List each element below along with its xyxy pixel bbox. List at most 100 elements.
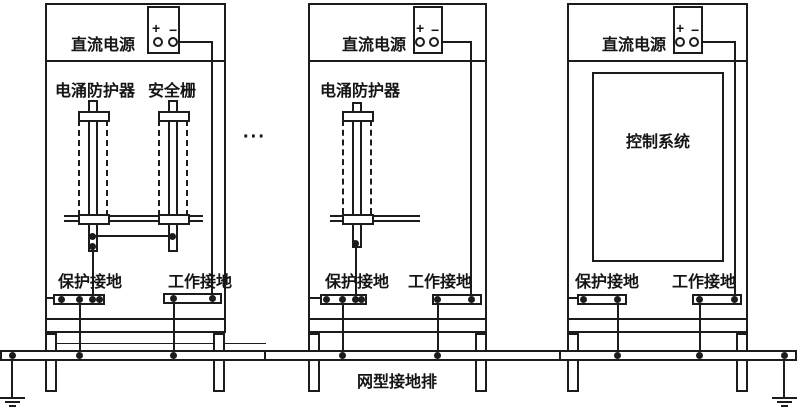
junction-dot	[434, 296, 441, 303]
cabinet-2-surge-protector-label: 电涌防护器	[320, 83, 401, 100]
bus-segment-joint	[264, 350, 266, 361]
junction-dot	[614, 296, 621, 303]
wire	[699, 304, 701, 352]
surge-protector-body	[352, 102, 362, 248]
wire	[11, 360, 13, 398]
junction-dot	[209, 295, 216, 302]
wire	[79, 304, 81, 352]
din-rail	[110, 215, 158, 222]
earth-ground-icon	[5, 401, 20, 403]
control-system-box	[592, 72, 724, 262]
earth-ground-icon	[0, 397, 25, 399]
minus-terminal-icon: −	[691, 22, 700, 38]
din-rail	[330, 215, 342, 222]
wire	[308, 297, 321, 299]
cabinet-3-working-ground-bar	[692, 294, 742, 305]
terminal-circle-icon	[168, 37, 178, 47]
mesh-ground-bus	[0, 350, 797, 361]
continuation-ellipsis: ···	[243, 126, 266, 148]
module-outline-dashed	[342, 120, 344, 214]
module-crossbar	[342, 111, 374, 122]
wire	[45, 297, 54, 299]
bus-segment-joint	[559, 350, 561, 361]
junction-dot	[696, 352, 703, 359]
wire	[734, 41, 736, 294]
control-system-label: 控制系统	[625, 134, 690, 151]
wire	[438, 41, 472, 43]
junction-dot	[580, 296, 587, 303]
junction-dot	[89, 233, 96, 240]
junction-dot	[170, 352, 177, 359]
junction-dot	[76, 352, 83, 359]
cabinet-1-protective-ground-label: 保护接地	[58, 274, 123, 291]
wire	[92, 247, 94, 294]
cabinet-3-protective-ground-label: 保护接地	[575, 274, 640, 291]
cabinet-3-leg	[567, 333, 579, 392]
cabinet-1-safety-barrier-label: 安全栅	[148, 83, 197, 100]
minus-terminal-icon: −	[431, 22, 440, 38]
junction-dot	[731, 296, 738, 303]
cabinet-3-protective-ground-bar	[577, 294, 627, 305]
junction-dot	[323, 296, 330, 303]
din-rail	[190, 215, 203, 222]
din-rail	[64, 215, 78, 222]
din-rail	[374, 215, 420, 222]
junction-dot	[339, 352, 346, 359]
junction-dot	[170, 295, 177, 302]
junction-dot	[89, 296, 96, 303]
junction-dot	[352, 296, 359, 303]
surge-protector-body	[88, 100, 98, 252]
wire	[437, 304, 439, 352]
terminal-circle-icon	[153, 37, 163, 47]
cabinet-3-plinth	[567, 318, 748, 333]
module-outline-dashed	[78, 120, 80, 216]
cabinet-1-working-ground-label: 工作接地	[168, 274, 233, 291]
junction-dot	[76, 296, 83, 303]
earth-ground-icon	[772, 397, 797, 399]
cabinet-1-leg	[213, 333, 225, 392]
cabinet-3-working-ground-label: 工作接地	[672, 274, 737, 291]
terminal-circle-icon	[415, 37, 425, 47]
cabinet-3-dc-power-label: 直流电源	[602, 37, 667, 54]
junction-dot	[696, 296, 703, 303]
cabinet-1-leg	[45, 333, 57, 392]
module-outline-dashed	[186, 120, 188, 216]
minus-terminal-icon: −	[169, 22, 178, 38]
cabinet-1-dc-power-label: 直流电源	[71, 37, 136, 54]
module-crossbar	[342, 214, 374, 225]
junction-dot	[58, 296, 65, 303]
frame-line	[50, 343, 266, 344]
junction-dot	[434, 352, 441, 359]
terminal-circle-icon	[429, 37, 439, 47]
cabinet-2-working-ground-label: 工作接地	[408, 274, 473, 291]
module-outline-dashed	[106, 120, 108, 216]
junction-dot	[169, 233, 176, 240]
module-outline-dashed	[158, 120, 160, 216]
cabinet-2-dc-power-label: 直流电源	[342, 37, 407, 54]
cabinet-1-plinth	[45, 318, 226, 333]
earth-ground-icon	[9, 405, 16, 407]
mesh-ground-bus-label: 网型接地排	[357, 374, 438, 391]
junction-dot	[358, 296, 365, 303]
wire	[93, 235, 173, 237]
junction-dot	[614, 352, 621, 359]
wire	[567, 297, 578, 299]
wire	[211, 41, 213, 293]
cabinet-2-leg	[308, 333, 320, 392]
plus-terminal-icon: +	[152, 20, 161, 36]
junction-dot	[352, 240, 359, 247]
terminal-circle-icon	[675, 37, 685, 47]
cabinet-1-surge-protector-label: 电涌防护器	[55, 83, 136, 100]
plus-terminal-icon: +	[416, 20, 425, 36]
wire	[470, 41, 472, 294]
plus-terminal-icon: +	[676, 20, 685, 36]
junction-dot	[96, 296, 103, 303]
wire	[177, 41, 213, 43]
cabinet-2-leg	[475, 333, 487, 392]
cabinet-2-working-ground-bar	[432, 294, 482, 305]
module-outline-dashed	[370, 120, 372, 214]
wire	[698, 41, 736, 43]
cabinet-2-protective-ground-label: 保护接地	[325, 274, 390, 291]
cabinet-2-plinth	[308, 318, 487, 333]
